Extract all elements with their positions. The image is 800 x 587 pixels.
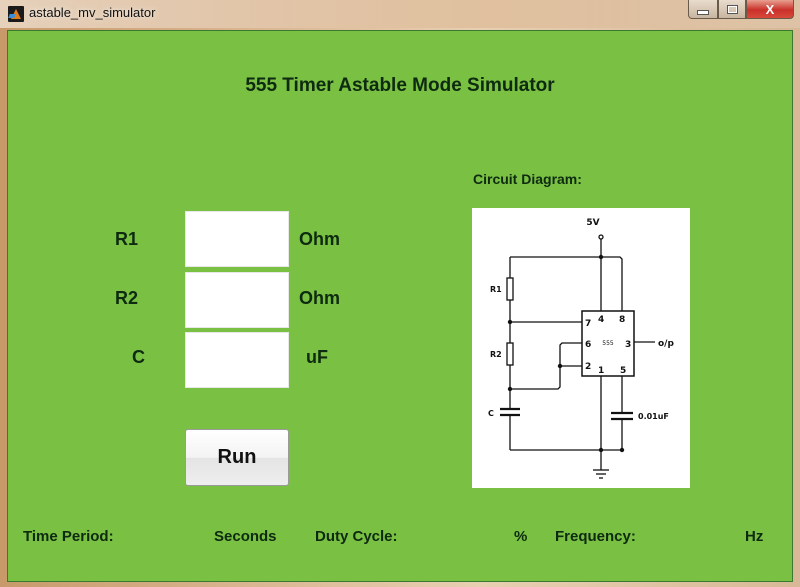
- ic-555: [581, 310, 635, 377]
- supply-terminal: [598, 234, 604, 240]
- r2-label: R2: [115, 288, 139, 308]
- minimize-button[interactable]: [688, 0, 718, 19]
- time-period-label: Time Period:: [23, 528, 114, 545]
- junction-dot: [598, 447, 604, 453]
- title-bar[interactable]: astable_mv_simulator: [0, 0, 800, 28]
- pin-2-label: 2: [585, 362, 591, 372]
- supply-label: 5V: [586, 218, 599, 228]
- time-period-unit: Seconds: [214, 528, 277, 545]
- pin-3-label: 3: [625, 340, 631, 350]
- output-label: o/p: [658, 339, 674, 349]
- r1-unit: Ohm: [299, 229, 341, 249]
- close-button[interactable]: X: [746, 0, 794, 19]
- ground-icon: [593, 469, 609, 479]
- run-button[interactable]: Run: [185, 429, 289, 486]
- circuit-diagram-label: Circuit Diagram:: [473, 171, 582, 187]
- r1-diagram-label: R1: [490, 285, 502, 294]
- close-icon: X: [765, 1, 775, 17]
- pin-4-label: 4: [598, 315, 604, 325]
- pin-8-label: 8: [619, 315, 625, 325]
- figure-panel: 555 Timer Astable Mode Simulator R1 Ohm …: [7, 30, 793, 582]
- maximize-button[interactable]: [718, 0, 746, 19]
- r2-diagram-label: R2: [490, 350, 502, 359]
- r2-unit: Ohm: [299, 288, 341, 308]
- pin-6-label: 6: [585, 340, 591, 350]
- c-diagram-label: C: [488, 409, 494, 418]
- circuit-diagram: 5V R1 R2 555 7 4: [472, 208, 690, 488]
- capacitor-2-label: 0.01uF: [638, 412, 669, 421]
- pin-7-label: 7: [585, 319, 591, 329]
- duty-cycle-label: Duty Cycle:: [315, 528, 398, 545]
- minimize-icon: [697, 9, 709, 15]
- window-title: astable_mv_simulator: [29, 5, 156, 20]
- wire-top-rail: [510, 256, 623, 311]
- maximize-icon: [726, 4, 738, 14]
- page-title: 555 Timer Astable Mode Simulator: [245, 75, 555, 96]
- r1-input[interactable]: [185, 211, 289, 267]
- c-label: C: [132, 347, 145, 367]
- r2-input[interactable]: [185, 272, 289, 328]
- frequency-label: Frequency:: [555, 528, 636, 545]
- junction-dot: [619, 447, 625, 453]
- r1-label: R1: [115, 229, 139, 249]
- pin-1-label: 1: [598, 366, 604, 376]
- pin-5-label: 5: [620, 366, 626, 376]
- resistor-r2: [506, 342, 514, 366]
- c-input[interactable]: [185, 332, 289, 388]
- resistor-r1: [506, 277, 514, 301]
- c-unit: uF: [306, 347, 328, 367]
- matlab-icon: [8, 6, 24, 22]
- frequency-unit: Hz: [745, 528, 764, 545]
- duty-cycle-unit: %: [514, 528, 528, 545]
- ic-555-label: 555: [602, 340, 614, 347]
- junction-dot: [598, 254, 604, 260]
